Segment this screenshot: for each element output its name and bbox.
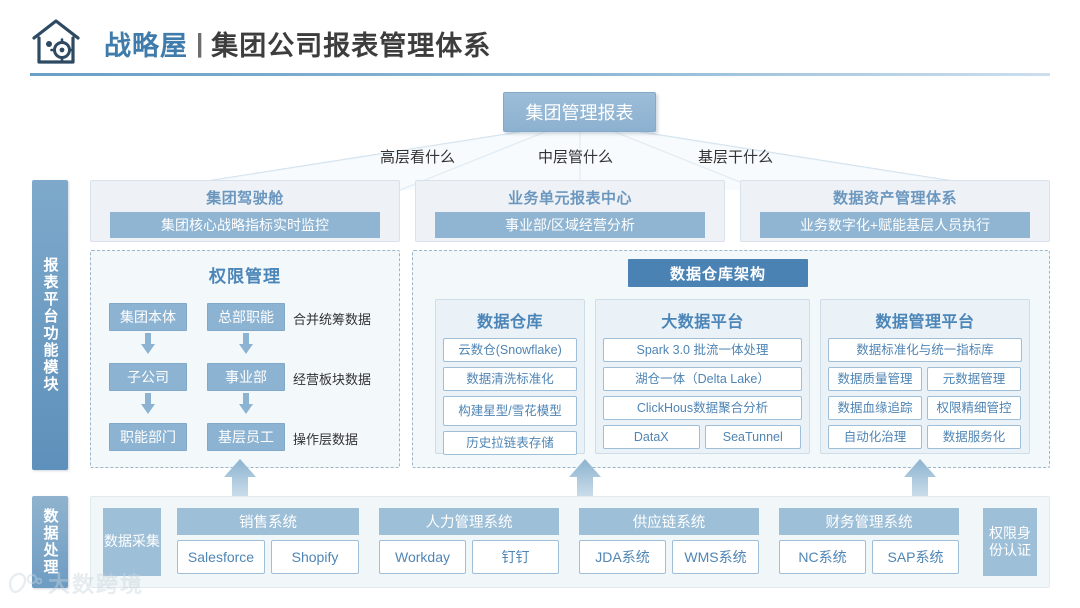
system-chip[interactable]: Salesforce <box>177 540 265 574</box>
perm-side-label-business: 经营板块数据 <box>293 372 372 387</box>
card-band: 集团核心战略指标实时监控 <box>110 212 380 238</box>
system-group-finance: 财务管理系统 NC系统 SAP系统 <box>779 508 959 574</box>
system-group-sales: 销售系统 Salesforce Shopify <box>177 508 359 574</box>
system-group-title: 财务管理系统 <box>779 508 959 535</box>
system-chip[interactable]: Workday <box>379 540 466 574</box>
subpanel-title: 数据管理平台 <box>875 314 975 331</box>
system-items: Workday 钉钉 <box>379 540 559 574</box>
permission-panel: 权限管理 集团本体 子公司 职能部门 总部职能 事业部 基层员工 合并统筹数据 … <box>90 250 400 468</box>
house-gear-icon <box>30 18 82 66</box>
subpanel-data-management: 数据管理平台 数据标准化与统一指标库 数据质量管理 元数据管理 数据血缘追踪 权… <box>820 299 1030 454</box>
permission-title: 权限管理 <box>209 267 281 286</box>
data-collection-box[interactable]: 数据采集 <box>103 508 161 576</box>
system-group-supply-chain: 供应链系统 JDA系统 WMS系统 <box>579 508 759 574</box>
card-title: 业务单元报表中心 <box>507 190 632 207</box>
system-chip[interactable]: 钉钉 <box>472 540 559 574</box>
permission-tree: 集团本体 子公司 职能部门 总部职能 事业部 基层员工 合并统筹数据 经营板块数… <box>91 297 399 467</box>
system-items: NC系统 SAP系统 <box>779 540 959 574</box>
subpanel-title: 大数据平台 <box>661 314 744 331</box>
report-platform-rail: 报表平台功能模块 <box>32 180 68 470</box>
brand-name: 战略屋 <box>104 31 188 61</box>
page-title: 战略屋 | 集团公司报表管理体系 <box>104 24 491 63</box>
down-arrow-icon <box>239 333 253 354</box>
warehouse-banner: 数据仓库架构 <box>628 259 808 287</box>
system-chip[interactable]: WMS系统 <box>672 540 759 574</box>
perm-node-frontline[interactable]: 基层员工 <box>207 423 285 451</box>
branch-label-base: 基层干什么 <box>698 149 774 166</box>
system-items: JDA系统 WMS系统 <box>579 540 759 574</box>
chip-item[interactable]: 数据质量管理 <box>828 367 922 391</box>
down-arrow-icon <box>141 393 155 414</box>
perm-node-business-unit[interactable]: 事业部 <box>207 363 285 391</box>
chip-item[interactable]: 湖仓一体（Delta Lake） <box>603 367 802 391</box>
subpanel-data-warehouse: 数据仓库 云数仓(Snowflake) 数据清洗标准化 构建星型/雪花模型 历史… <box>435 299 585 455</box>
branch-label-top: 高层看什么 <box>380 149 456 166</box>
system-chip[interactable]: NC系统 <box>779 540 866 574</box>
chip-item[interactable]: 自动化治理 <box>828 425 922 449</box>
data-processing-rail: 数据处理 <box>32 496 68 588</box>
system-chip[interactable]: SAP系统 <box>872 540 959 574</box>
chip-item[interactable]: 数据服务化 <box>927 425 1021 449</box>
down-arrow-icon <box>141 333 155 354</box>
chip-item[interactable]: 元数据管理 <box>927 367 1021 391</box>
card-business-unit-report[interactable]: 业务单元报表中心 事业部/区域经营分析 <box>415 180 725 242</box>
warehouse-panel: 数据仓库架构 数据仓库 云数仓(Snowflake) 数据清洗标准化 构建星型/… <box>412 250 1050 468</box>
chip-item[interactable]: Spark 3.0 批流一体处理 <box>603 338 802 362</box>
system-chip[interactable]: Shopify <box>271 540 359 574</box>
chip-item[interactable]: DataX <box>603 425 700 449</box>
page-header: 战略屋 | 集团公司报表管理体系 <box>0 0 1080 80</box>
chip-item[interactable]: 构建星型/雪花模型 <box>443 396 577 426</box>
chip-item[interactable]: 权限精细管控 <box>927 396 1021 420</box>
root-node[interactable]: 集团管理报表 <box>503 92 656 132</box>
perm-node-group-entity[interactable]: 集团本体 <box>109 303 187 331</box>
system-items: Salesforce Shopify <box>177 540 359 574</box>
chip-item[interactable]: 云数仓(Snowflake) <box>443 338 577 362</box>
chip-item[interactable]: 数据血缘追踪 <box>828 396 922 420</box>
perm-node-function-dept[interactable]: 职能部门 <box>109 423 187 451</box>
paw-logo-icon <box>9 572 42 594</box>
chip-list: 数据标准化与统一指标库 数据质量管理 元数据管理 数据血缘追踪 权限精细管控 自… <box>828 338 1022 449</box>
perm-node-subsidiary[interactable]: 子公司 <box>109 363 187 391</box>
perm-side-label-operational: 操作层数据 <box>293 432 359 447</box>
layer-cards: 集团驾驶舱 集团核心战略指标实时监控 业务单元报表中心 事业部/区域经营分析 数… <box>90 180 1050 242</box>
down-arrow-icon <box>239 393 253 414</box>
title-separator: | <box>196 28 204 58</box>
chip-item[interactable]: 数据标准化与统一指标库 <box>828 338 1022 362</box>
card-title: 数据资产管理体系 <box>832 190 957 207</box>
system-group-hr: 人力管理系统 Workday 钉钉 <box>379 508 559 574</box>
subpanel-title: 数据仓库 <box>476 314 543 331</box>
watermark-text: 大数跨境 <box>48 572 145 597</box>
data-processing-band: 数据采集 销售系统 Salesforce Shopify 人力管理系统 Work… <box>90 496 1050 588</box>
card-band: 业务数字化+赋能基层人员执行 <box>760 212 1030 238</box>
perm-node-hq-function[interactable]: 总部职能 <box>207 303 285 331</box>
perm-side-label-consolidated: 合并统筹数据 <box>293 312 372 327</box>
card-data-asset-system[interactable]: 数据资产管理体系 业务数字化+赋能基层人员执行 <box>740 180 1050 242</box>
card-group-cockpit[interactable]: 集团驾驶舱 集团核心战略指标实时监控 <box>90 180 400 242</box>
chip-item[interactable]: 历史拉链表存储 <box>443 431 577 455</box>
system-chip[interactable]: JDA系统 <box>579 540 666 574</box>
system-group-title: 供应链系统 <box>579 508 759 535</box>
branch-label-middle: 中层管什么 <box>538 149 614 166</box>
chip-item[interactable]: 数据清洗标准化 <box>443 367 577 391</box>
chip-item[interactable]: ClickHous数据聚合分析 <box>603 396 802 420</box>
chip-item[interactable]: SeaTunnel <box>704 425 801 449</box>
system-group-title: 人力管理系统 <box>379 508 559 535</box>
header-divider <box>30 73 1050 76</box>
system-group-title: 销售系统 <box>177 508 359 535</box>
card-title: 集团驾驶舱 <box>206 190 284 207</box>
subpanel-bigdata-platform: 大数据平台 Spark 3.0 批流一体处理 湖仓一体（Delta Lake） … <box>595 299 810 454</box>
title-text: 集团公司报表管理体系 <box>211 31 492 61</box>
chip-list: Spark 3.0 批流一体处理 湖仓一体（Delta Lake） ClickH… <box>603 338 802 449</box>
watermark: 大数跨境 <box>8 566 188 600</box>
chip-list: 云数仓(Snowflake) 数据清洗标准化 构建星型/雪花模型 历史拉链表存储 <box>443 338 577 455</box>
auth-identity-box[interactable]: 权限身份认证 <box>983 508 1037 576</box>
card-band: 事业部/区域经营分析 <box>435 212 705 238</box>
